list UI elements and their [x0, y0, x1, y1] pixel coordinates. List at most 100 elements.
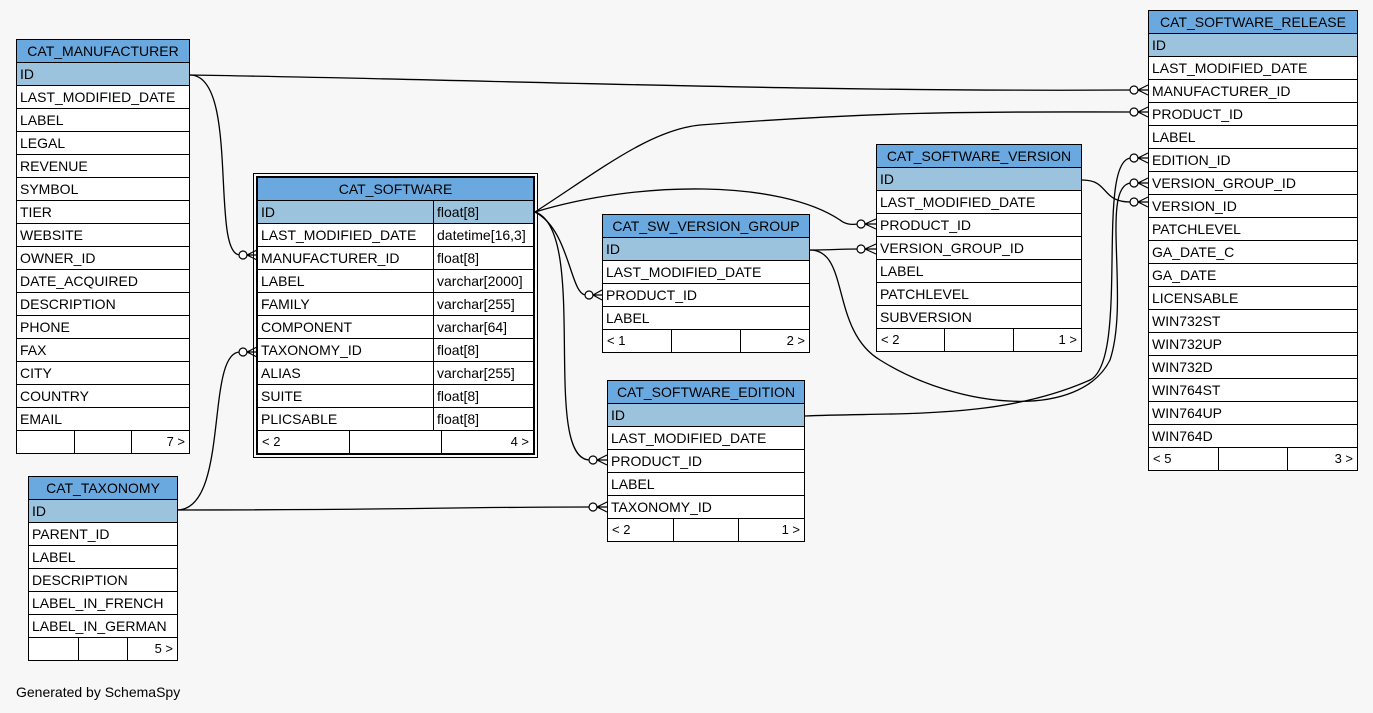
table-title[interactable]: CAT_SOFTWARE [258, 178, 533, 201]
column-row: PRODUCT_ID [1149, 103, 1357, 126]
column-row: GA_DATE_C [1149, 241, 1357, 264]
parents-count[interactable]: < 2 [877, 329, 946, 351]
column-row: WIN764ST [1149, 379, 1357, 402]
column-type: varchar[255] [433, 362, 533, 384]
link-ver-rel [1081, 179, 1132, 203]
primary-key-row: ID [603, 238, 809, 261]
column-name: VERSION_GROUP_ID [880, 240, 1024, 256]
children-count[interactable]: 2 > [786, 333, 805, 348]
column-name: PARENT_ID [32, 526, 110, 542]
column-name: EDITION_ID [1152, 152, 1231, 168]
column-name: PRODUCT_ID [611, 453, 703, 469]
column-row: PATCHLEVEL [877, 283, 1081, 306]
footer-spacer [945, 329, 1014, 351]
column-type: varchar[64] [433, 316, 533, 338]
column-row: LABEL_IN_GERMAN [29, 615, 177, 638]
column-row: LAST_MODIFIED_DATE [877, 191, 1081, 214]
column-name: EMAIL [20, 411, 63, 427]
column-name: MANUFACTURER_ID [261, 250, 400, 266]
primary-key-row: ID [608, 404, 804, 427]
column-name: COMPONENT [261, 319, 352, 335]
column-name: WIN732ST [1152, 313, 1221, 329]
column-name: DATE_ACQUIRED [20, 273, 138, 289]
column-row: EMAIL [17, 408, 189, 431]
column-row: LAST_MODIFIED_DATE [608, 427, 804, 450]
children-count[interactable]: 3 > [1334, 451, 1354, 466]
column-row: REVENUE [17, 155, 189, 178]
column-row: GA_DATE [1149, 264, 1357, 287]
column-name: LABEL [1152, 129, 1196, 145]
column-row: LABEL [603, 307, 809, 330]
column-row: SYMBOL [17, 178, 189, 201]
parents-count[interactable]: < 2 [608, 519, 674, 541]
column-name: WIN764ST [1152, 382, 1221, 398]
table-title[interactable]: CAT_SOFTWARE_EDITION [608, 381, 804, 404]
column-row: LABEL [608, 473, 804, 496]
column-name: PLICSABLE [261, 411, 338, 427]
column-name: PATCHLEVEL [880, 286, 969, 302]
column-row: OWNER_ID [17, 247, 189, 270]
table-title[interactable]: CAT_MANUFACTURER [17, 40, 189, 63]
table-title[interactable]: CAT_SW_VERSION_GROUP [603, 215, 809, 238]
parents-count[interactable]: < 1 [603, 330, 672, 352]
column-name: ID [1152, 37, 1166, 53]
column-name: COUNTRY [20, 388, 89, 404]
column-row: COUNTRY [17, 385, 189, 408]
column-row: LABEL [877, 260, 1081, 283]
table-footer: < 1 2 > [603, 330, 809, 352]
column-name: REVENUE [20, 158, 88, 174]
column-row: LABEL [1149, 126, 1357, 149]
parents-count[interactable] [29, 638, 79, 660]
parents-count[interactable] [17, 431, 75, 453]
column-type: varchar[2000] [433, 270, 533, 292]
table-footer: < 2 1 > [608, 519, 804, 541]
children-count[interactable]: 4 > [510, 434, 529, 449]
column-name: CITY [20, 365, 52, 381]
column-row: WIN732D [1149, 356, 1357, 379]
column-type: float[8] [433, 385, 533, 407]
column-name: ID [261, 204, 275, 220]
children-count[interactable]: 5 > [154, 641, 174, 656]
children-count[interactable]: 7 > [166, 434, 186, 449]
children-count[interactable]: 1 > [1058, 332, 1077, 347]
table-title[interactable]: CAT_SOFTWARE_VERSION [877, 145, 1081, 168]
table-title[interactable]: CAT_TAXONOMY [29, 477, 177, 500]
column-row: VERSION_GROUP_ID [1149, 172, 1357, 195]
column-name: FAX [20, 342, 47, 358]
column-row: TIER [17, 201, 189, 224]
column-row: LABEL [29, 546, 177, 569]
column-row: DATE_ACQUIRED [17, 270, 189, 293]
column-name: LAST_MODIFIED_DATE [611, 430, 767, 446]
children-count[interactable]: 1 > [781, 522, 801, 537]
parents-count[interactable]: < 5 [1149, 448, 1219, 470]
column-row: LAST_MODIFIED_DATE [603, 261, 809, 284]
column-name: LAST_MODIFIED_DATE [606, 264, 762, 280]
column-name: LICENSABLE [1152, 290, 1239, 306]
table-title[interactable]: CAT_SOFTWARE_RELEASE [1149, 11, 1357, 34]
table-footer: < 5 3 > [1149, 448, 1357, 470]
column-row: LABEL [17, 109, 189, 132]
column-name: LAST_MODIFIED_DATE [880, 194, 1036, 210]
column-name: GA_DATE_C [1152, 244, 1235, 260]
column-row: WIN732UP [1149, 333, 1357, 356]
column-row: VERSION_GROUP_ID [877, 237, 1081, 260]
table-footer: < 2 4 > [258, 431, 533, 453]
column-name: GA_DATE [1152, 267, 1217, 283]
column-name: WIN732D [1152, 359, 1213, 375]
primary-key-row: ID [29, 500, 177, 523]
parents-count[interactable]: < 2 [258, 431, 350, 453]
primary-key-row: ID [17, 63, 189, 86]
column-row: PRODUCT_ID [608, 450, 804, 473]
